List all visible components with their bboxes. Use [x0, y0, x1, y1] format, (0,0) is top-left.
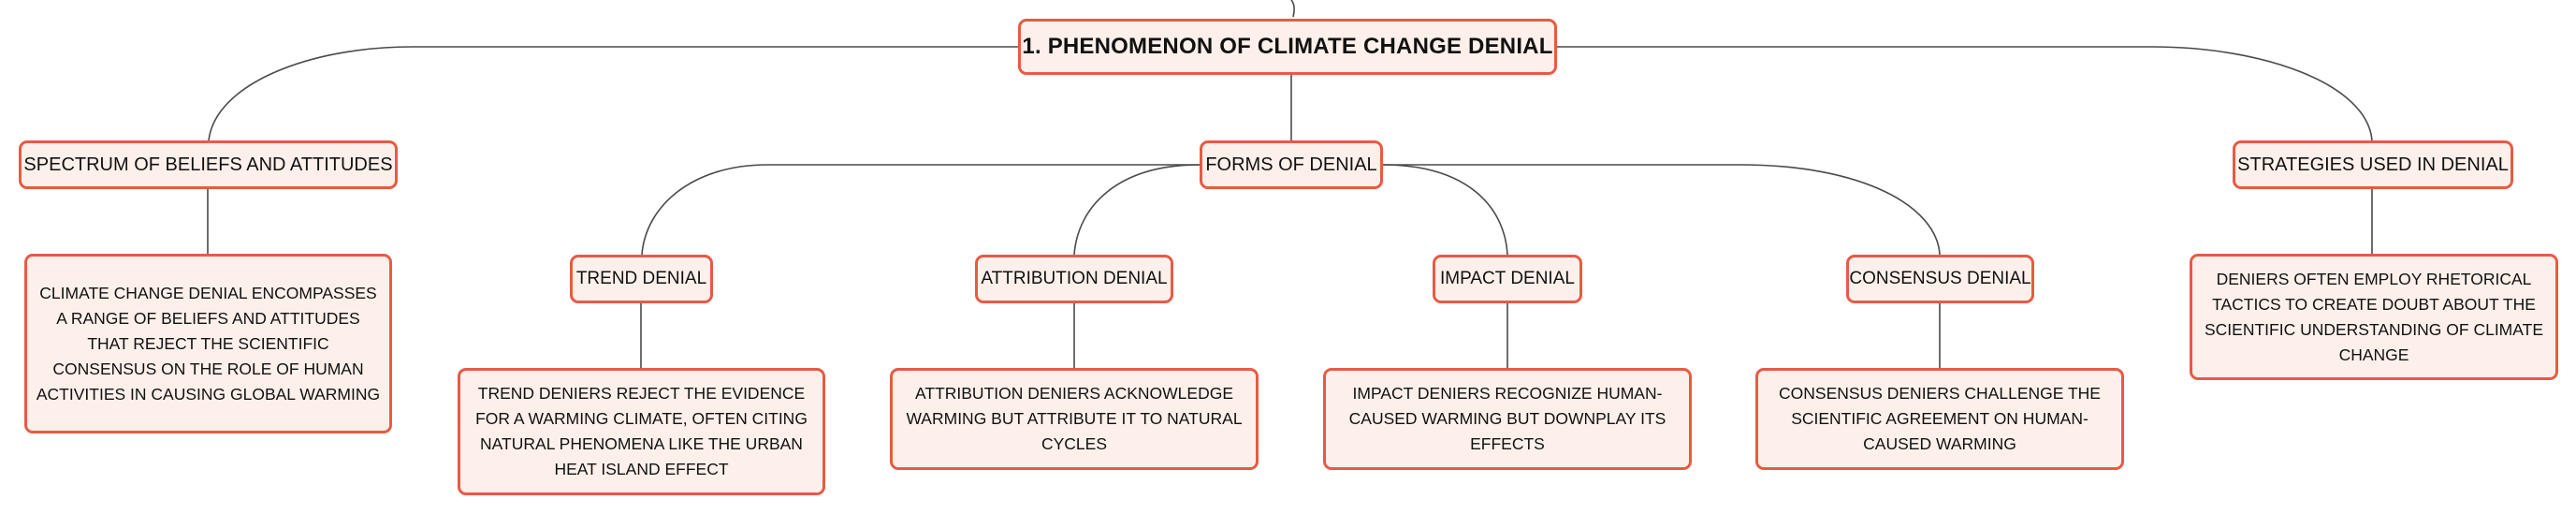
strategies-detail[interactable]: DENIERS OFTEN EMPLOY RHETORICAL TACTICS …	[2190, 254, 2558, 380]
impact-denial-detail-text: IMPACT DENIERS RECOGNIZE HUMAN-CAUSED WA…	[1348, 384, 1666, 453]
spectrum-detail[interactable]: CLIMATE CHANGE DENIAL ENCOMPASSES A RANG…	[24, 254, 392, 433]
trend-denial-detail-text: TREND DENIERS REJECT THE EVIDENCE FOR A …	[475, 384, 808, 478]
consensus-denial-detail-text: CONSENSUS DENIERS CHALLENGE THE SCIENTIF…	[1779, 384, 2101, 453]
consensus-denial-detail[interactable]: CONSENSUS DENIERS CHALLENGE THE SCIENTIF…	[1755, 368, 2124, 470]
branch-forms-label: FORMS OF DENIAL	[1205, 154, 1377, 175]
connector-forms-to-impact	[1382, 164, 1508, 256]
trend-denial-detail[interactable]: TREND DENIERS REJECT THE EVIDENCE FOR A …	[458, 368, 825, 495]
connector-to-parent	[1290, 0, 1295, 18]
attribution-denial-detail-text: ATTRIBUTION DENIERS ACKNOWLEDGE WARMING …	[906, 384, 1243, 453]
connector-forms-to-attribution	[1073, 164, 1201, 256]
branch-strategies[interactable]: STRATEGIES USED IN DENIAL	[2233, 140, 2513, 189]
spectrum-detail-text: CLIMATE CHANGE DENIAL ENCOMPASSES A RANG…	[36, 283, 381, 404]
branch-forms[interactable]: FORMS OF DENIAL	[1200, 140, 1383, 189]
topic-trend-denial-label: TREND DENIAL	[575, 269, 707, 288]
branch-spectrum[interactable]: SPECTRUM OF BELIEFS AND ATTITUDES	[19, 140, 398, 189]
root-topic-label: 1. PHENOMENON OF CLIMATE CHANGE DENIAL	[1022, 34, 1553, 59]
attribution-denial-detail[interactable]: ATTRIBUTION DENIERS ACKNOWLEDGE WARMING …	[890, 368, 1259, 470]
topic-consensus-denial-label: CONSENSUS DENIAL	[1849, 269, 2031, 288]
strategies-detail-text: DENIERS OFTEN EMPLOY RHETORICAL TACTICS …	[2204, 269, 2543, 364]
connector-root-to-spectrum	[208, 46, 1018, 141]
topic-trend-denial[interactable]: TREND DENIAL	[570, 255, 713, 303]
connector-forms-to-trend	[641, 164, 1200, 256]
topic-impact-denial-label: IMPACT DENIAL	[1440, 269, 1575, 288]
branch-spectrum-label: SPECTRUM OF BELIEFS AND ATTITUDES	[23, 154, 393, 175]
root-topic[interactable]: 1. PHENOMENON OF CLIMATE CHANGE DENIAL	[1018, 19, 1557, 75]
topic-attribution-denial-label: ATTRIBUTION DENIAL	[981, 269, 1168, 288]
topic-impact-denial[interactable]: IMPACT DENIAL	[1433, 255, 1582, 303]
connector-root-to-strategies	[1557, 46, 2373, 141]
branch-strategies-label: STRATEGIES USED IN DENIAL	[2237, 154, 2509, 175]
topic-attribution-denial[interactable]: ATTRIBUTION DENIAL	[975, 255, 1173, 303]
connector-forms-to-consensus	[1383, 164, 1941, 256]
impact-denial-detail[interactable]: IMPACT DENIERS RECOGNIZE HUMAN-CAUSED WA…	[1323, 368, 1692, 470]
topic-consensus-denial[interactable]: CONSENSUS DENIAL	[1846, 255, 2034, 303]
